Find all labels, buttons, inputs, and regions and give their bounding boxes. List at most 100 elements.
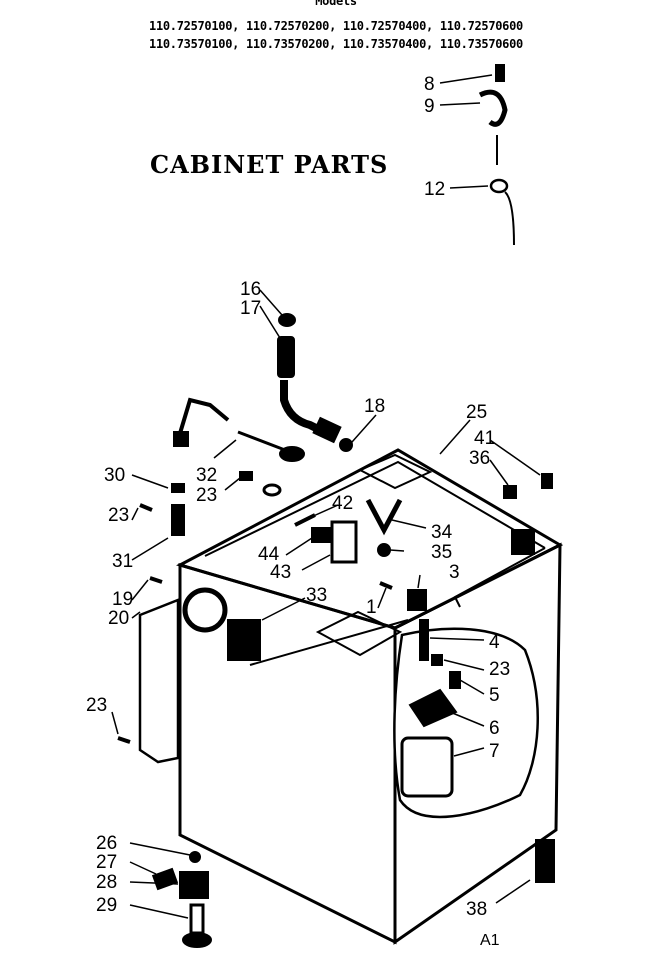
foot-bracket-28 (179, 871, 209, 899)
pad-27 (151, 867, 179, 891)
cabinet-body (176, 448, 564, 945)
plug-36 (503, 485, 517, 499)
screw-23a (139, 503, 153, 512)
screw-5 (449, 671, 461, 689)
callout-44: 44 (258, 544, 280, 565)
bracket-right (511, 529, 535, 555)
callout-30: 30 (104, 465, 125, 486)
model-numbers-line-2: 110.73570100, 110.73570200, 110.73570400… (149, 37, 523, 51)
callout-25: 25 (466, 402, 487, 423)
callout-32: 32 (196, 465, 217, 486)
callout-17: 17 (240, 298, 261, 319)
callout-41: 41 (474, 428, 495, 449)
clamp-screw-8 (495, 64, 505, 82)
right-top-parts (503, 473, 553, 555)
callout-26: 26 (96, 833, 117, 854)
callout-38: 38 (466, 899, 487, 920)
switch-3 (407, 589, 427, 611)
callout-8: 8 (424, 74, 435, 95)
panel-20 (138, 598, 180, 764)
leader-lines (111, 74, 541, 919)
motor-7 (400, 736, 454, 798)
left-upper-parts (139, 397, 305, 536)
callout-7: 7 (489, 741, 500, 762)
rear-brace (357, 453, 433, 490)
callout-28: 28 (96, 872, 117, 893)
callout-42: 42 (332, 493, 353, 514)
callout-23d: 23 (86, 695, 107, 716)
switch-44 (311, 527, 331, 543)
screw-23c (117, 736, 131, 744)
callout-35: 35 (431, 542, 452, 563)
callout-18: 18 (364, 396, 385, 417)
fill-hose (280, 380, 322, 434)
callout-5: 5 (489, 685, 500, 706)
drain-hose-assembly (478, 64, 515, 246)
switch-43 (330, 520, 358, 564)
callout-23a: 23 (196, 485, 217, 506)
callout-12: 12 (424, 179, 445, 200)
callout-numbers: 8 9 12 16 17 18 25 41 36 30 32 23 42 23 … (86, 74, 510, 949)
bracket-31 (171, 504, 185, 536)
leveling-feet (151, 839, 555, 948)
foot-38 (535, 839, 555, 883)
callout-20: 20 (108, 608, 129, 629)
callout-36: 36 (469, 448, 490, 469)
pump-33 (227, 619, 261, 661)
hose-fitting-17 (277, 336, 295, 378)
hose-washer-16 (278, 313, 296, 327)
model-numbers-line-1: 110.72570100, 110.72570200, 110.72570400… (149, 19, 523, 33)
inner-rim-right (453, 547, 546, 608)
wire-harness (176, 397, 230, 441)
models-heading: Models (315, 0, 357, 8)
bracket-6 (408, 688, 458, 728)
cabinet-side-panel (393, 542, 562, 945)
bracket-34 (365, 498, 403, 536)
leg-base-29 (182, 932, 212, 948)
front-rim-edge (249, 619, 409, 666)
callout-43: 43 (270, 562, 291, 583)
spring-32 (279, 446, 305, 462)
motor-opening (182, 587, 228, 633)
callout-23c: 23 (489, 659, 510, 680)
clip-30 (171, 483, 185, 493)
leg-29 (189, 903, 205, 935)
callout-6: 6 (489, 718, 500, 739)
washer-23b (262, 483, 282, 497)
callout-3: 3 (449, 562, 460, 583)
callout-33: 33 (306, 585, 327, 606)
hose-lower (504, 191, 515, 246)
callout-16: 16 (240, 279, 261, 300)
nut-35 (377, 543, 391, 557)
nut-26 (189, 851, 201, 863)
callout-31: 31 (112, 551, 133, 572)
hose-coupler (312, 416, 342, 444)
front-brace (315, 610, 403, 657)
grommet-12 (489, 178, 509, 194)
hose-nut-18 (339, 438, 353, 452)
callout-19: 19 (112, 589, 133, 610)
right-front-parts (379, 581, 461, 798)
hose-clamp-9 (478, 89, 508, 127)
screw-23b (239, 471, 253, 481)
screw-1 (379, 581, 393, 590)
left-side-parts (117, 576, 261, 764)
callout-9: 9 (424, 96, 435, 117)
callout-29: 29 (96, 895, 117, 916)
screw-41 (541, 473, 553, 489)
fill-hose-assembly (277, 313, 353, 452)
screw-23d (431, 654, 443, 666)
cabinet-front-panel (178, 562, 397, 945)
callout-34: 34 (431, 522, 453, 543)
callout-1: 1 (366, 597, 377, 618)
callout-27: 27 (96, 852, 117, 873)
inner-rim-left (204, 460, 546, 557)
diagram-title: CABINET PARTS (150, 150, 389, 179)
top-center-parts (294, 498, 403, 564)
screw-19 (149, 576, 163, 584)
rod-32 (237, 430, 286, 452)
harness-connector (173, 431, 189, 447)
rod-4 (419, 619, 429, 661)
callout-23b: 23 (108, 505, 129, 526)
